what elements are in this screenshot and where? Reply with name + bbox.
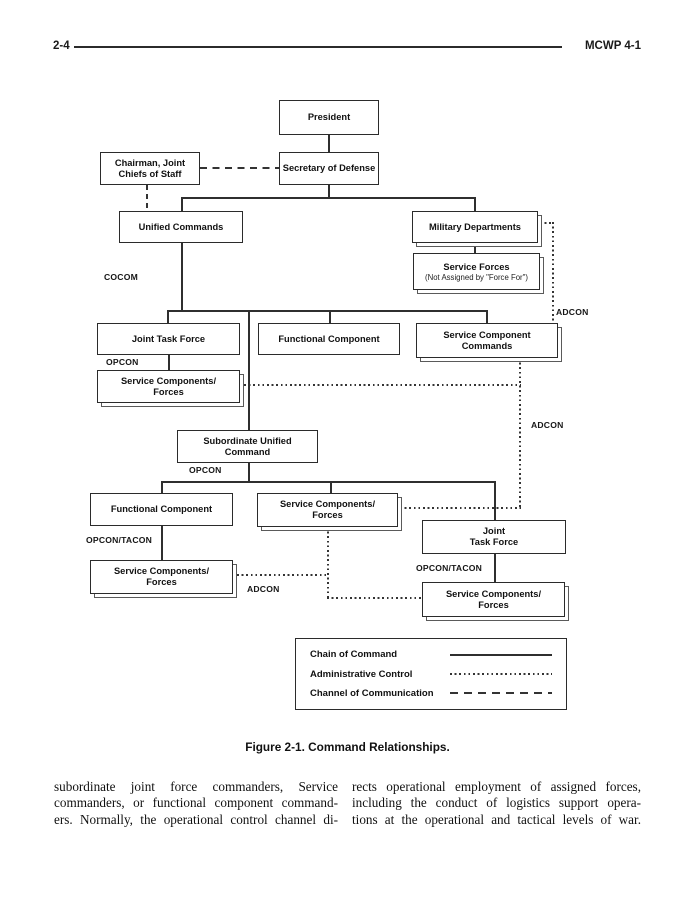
line-jtf2-scf4: [494, 554, 496, 582]
box-president-label: President: [307, 112, 351, 122]
label-opcon-tacon-1: OPCON/TACON: [86, 535, 153, 545]
box-functional-component-2-label: Functional Component: [110, 504, 213, 514]
line-branch2-func1: [329, 310, 331, 323]
adcon-dotted-mildep-out: [540, 222, 553, 224]
line-unified-drop: [181, 243, 183, 311]
box-joint-task-force-2: Joint Task Force: [422, 520, 566, 554]
adcon-dotted-scc-down: [519, 358, 521, 509]
line-branch1-unified: [181, 197, 183, 211]
legend-label-channel-of-communication: Channel of Communication: [310, 687, 434, 699]
box-service-components-forces-2-label: Service Components/ Forces: [279, 499, 376, 520]
box-secretary-of-defense: Secretary of Defense: [279, 152, 379, 185]
legend-row-channel-of-communication: Channel of Communication: [310, 688, 552, 699]
box-subordinate-unified-command: Subordinate Unified Command: [177, 430, 318, 463]
line-mildep-svcforces: [474, 243, 476, 253]
page-number: 2-4: [53, 40, 70, 52]
line-branch1-mildep: [474, 197, 476, 211]
legend-line-solid: [450, 653, 552, 656]
legend-label-chain-of-command: Chain of Command: [310, 649, 398, 661]
box-service-components-forces-3-label: Service Components/ Forces: [113, 566, 210, 587]
box-military-departments: Military Departments: [412, 211, 538, 243]
box-secretary-of-defense-label: Secretary of Defense: [282, 163, 376, 173]
label-adcon-3: ADCON: [247, 584, 280, 594]
box-functional-component-1-label: Functional Component: [278, 333, 380, 344]
body-line: rects operational employment of assigned…: [352, 779, 641, 794]
adcon-dotted-to-scf2: [400, 507, 521, 509]
line-secdef-drop: [328, 185, 330, 198]
label-opcon-2: OPCON: [189, 465, 222, 475]
box-chairman-jcs-label: Chairman, Joint Chiefs of Staff: [114, 157, 186, 179]
box-service-component-commands: Service Component Commands: [416, 323, 558, 358]
body-paragraph-right: rects operational employment of assigned…: [352, 779, 641, 828]
box-functional-component-2: Functional Component: [90, 493, 233, 526]
line-branch3-jtf2: [494, 481, 496, 520]
legend-line-dotted: [450, 673, 552, 675]
adcon-dotted-scf2-down: [327, 527, 329, 599]
legend-box: Chain of Command Administrative Control …: [295, 638, 567, 710]
box-service-components-forces-1: Service Components/ Forces: [97, 370, 240, 403]
body-paragraph-left: subordinate joint force commanders, Serv…: [54, 779, 338, 828]
doc-code: MCWP 4-1: [584, 40, 641, 52]
box-chairman-jcs: Chairman, Joint Chiefs of Staff: [100, 152, 200, 185]
legend-row-chain-of-command: Chain of Command: [310, 649, 552, 660]
line-branch2-jtf1: [167, 310, 169, 323]
line-branch2: [167, 310, 488, 312]
adcon-dotted-mildep-scc: [552, 222, 554, 321]
label-opcon-1: OPCON: [106, 357, 139, 367]
line-president-secdef: [328, 135, 330, 152]
box-service-forces: Service Forces (Not Assigned by "Force F…: [413, 253, 540, 290]
box-service-components-forces-3: Service Components/ Forces: [90, 560, 233, 594]
body-line: tions at the operational and tactical le…: [352, 811, 641, 827]
line-chairman-unified-dashed: [146, 185, 148, 211]
box-service-components-forces-4: Service Components/ Forces: [422, 582, 565, 617]
box-service-components-forces-4-label: Service Components/ Forces: [445, 588, 542, 610]
line-suc-drop: [248, 463, 250, 481]
legend-row-administrative-control: Administrative Control: [310, 669, 552, 680]
box-service-components-forces-2: Service Components/ Forces: [257, 493, 398, 527]
box-joint-task-force-2-label: Joint Task Force: [469, 526, 519, 547]
adcon-dotted-scf1-right: [244, 384, 521, 386]
figure-caption: Figure 2-1. Command Relationships.: [245, 740, 450, 754]
body-line: ers. Normally, the operational control c…: [54, 811, 338, 827]
box-service-component-commands-label: Service Component Commands: [443, 329, 531, 351]
box-joint-task-force-1: Joint Task Force: [97, 323, 240, 355]
label-opcon-tacon-2: OPCON/TACON: [416, 563, 483, 573]
box-functional-component-1: Functional Component: [258, 323, 400, 355]
legend-label-administrative-control: Administrative Control: [310, 668, 413, 680]
line-branch2-scc: [486, 310, 488, 323]
legend-line-dashed: [450, 692, 552, 695]
adcon-dotted-to-scf4: [327, 597, 423, 599]
box-military-departments-label: Military Departments: [429, 221, 521, 232]
box-service-forces-subtitle: (Not Assigned by "Force For"): [424, 272, 529, 282]
adcon-dotted-scf3-right: [237, 574, 329, 576]
box-subordinate-unified-command-label: Subordinate Unified Command: [203, 435, 292, 457]
box-joint-task-force-1-label: Joint Task Force: [131, 333, 206, 344]
line-branch3-scf2: [330, 481, 332, 493]
label-cocom: COCOM: [104, 272, 138, 282]
box-unified-commands-label: Unified Commands: [138, 221, 224, 232]
line-branch1: [181, 197, 475, 199]
label-adcon-1: ADCON: [556, 307, 589, 317]
header-rule: [74, 46, 562, 48]
label-adcon-2: ADCON: [531, 420, 564, 430]
box-unified-commands: Unified Commands: [119, 211, 243, 243]
body-line: subordinate joint force commanders, Serv…: [54, 779, 338, 794]
line-branch3-func2: [161, 481, 163, 493]
body-line: including the conduct of logistics suppo…: [352, 795, 641, 811]
box-service-components-forces-1-label: Service Components/ Forces: [120, 375, 217, 397]
box-service-forces-title: Service Forces: [443, 261, 510, 272]
line-jtf1-scf1: [168, 355, 170, 370]
box-president: President: [279, 100, 379, 135]
line-func2-scf3: [161, 526, 163, 560]
line-branch3: [161, 481, 496, 483]
line-chairman-secdef-dashed: [200, 167, 279, 169]
body-line: commanders, or functional component comm…: [54, 795, 338, 811]
line-branch2-suc: [248, 310, 250, 430]
